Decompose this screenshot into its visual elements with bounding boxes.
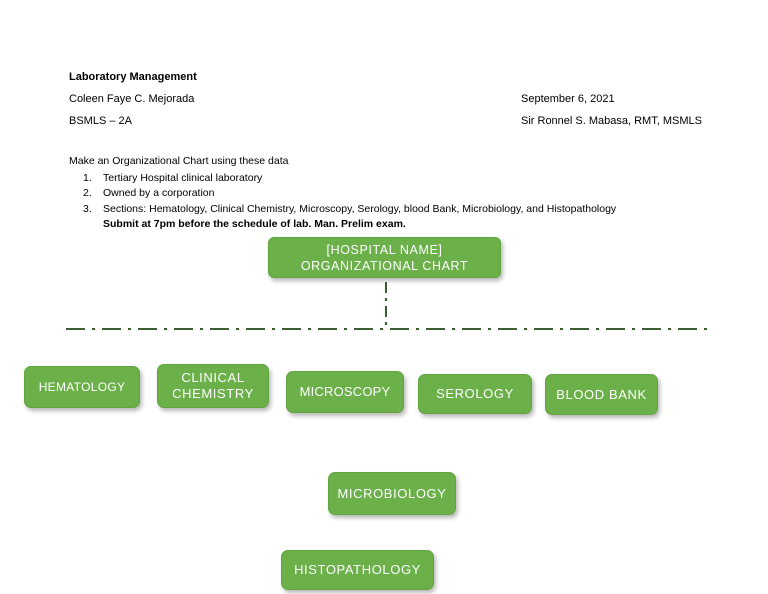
list-item-text: Sections: Hematology, Clinical Chemistry…	[103, 202, 617, 215]
list-item-number: 3.	[83, 202, 92, 215]
list-item-text: Owned by a corporation	[103, 187, 215, 199]
org-node-blood-bank[interactable]: BLOOD BANK	[545, 374, 658, 415]
org-node-root-label: [HOSPITAL NAME] ORGANIZATIONAL CHART	[300, 242, 469, 273]
instructor-name: Sir Ronnel S. Mabasa, RMT, MSMLS	[521, 115, 702, 127]
org-node-clinical-chemistry[interactable]: CLINICAL CHEMISTRY	[157, 364, 269, 408]
org-node-microbiology[interactable]: MICROBIOLOGY	[328, 472, 456, 515]
connector-vertical-root	[385, 282, 387, 329]
submission-date: September 6, 2021	[521, 93, 615, 105]
list-item: 2. Owned by a corporation	[69, 186, 709, 202]
student-name: Coleen Faye C. Mejorada	[69, 93, 195, 105]
list-item: 1. Tertiary Hospital clinical laboratory	[69, 171, 709, 187]
org-node-clinical-chemistry-label: CLINICAL CHEMISTRY	[172, 370, 254, 401]
header-row-section: BSMLS – 2A Sir Ronnel S. Mabasa, RMT, MS…	[69, 110, 709, 132]
org-node-hematology[interactable]: HEMATOLOGY	[24, 366, 140, 408]
list-item-number: 1.	[83, 171, 92, 184]
list-item-text: Tertiary Hospital clinical laboratory	[103, 171, 263, 184]
org-node-serology-label: SEROLOGY	[436, 386, 514, 401]
course-title: Laboratory Management	[69, 71, 197, 83]
org-node-hematology-label: HEMATOLOGY	[38, 380, 126, 394]
instructions-block: Make an Organizational Chart using these…	[69, 154, 709, 233]
document-header: Laboratory Management Coleen Faye C. Mej…	[69, 66, 709, 132]
org-node-serology[interactable]: SEROLOGY	[418, 374, 532, 414]
org-node-histopathology-label: HISTOPATHOLOGY	[294, 562, 421, 577]
header-row-title: Laboratory Management	[69, 66, 709, 88]
submission-note: Submit at 7pm before the schedule of lab…	[103, 218, 406, 230]
instructions-list: 1. Tertiary Hospital clinical laboratory…	[69, 171, 709, 218]
org-node-microbiology-label: MICROBIOLOGY	[337, 485, 447, 501]
header-row-name: Coleen Faye C. Mejorada September 6, 202…	[69, 88, 709, 110]
list-item-number: 2.	[83, 187, 92, 199]
org-node-blood-bank-label: BLOOD BANK	[556, 386, 647, 402]
org-node-microscopy-label: MICROSCOPY	[299, 384, 391, 399]
org-node-root[interactable]: [HOSPITAL NAME] ORGANIZATIONAL CHART	[268, 237, 501, 278]
list-item: 3. Sections: Hematology, Clinical Chemis…	[69, 202, 709, 218]
student-section: BSMLS – 2A	[69, 115, 132, 127]
org-node-histopathology[interactable]: HISTOPATHOLOGY	[281, 550, 434, 590]
connector-horizontal-sections	[66, 328, 711, 330]
instructions-lead: Make an Organizational Chart using these…	[69, 155, 289, 167]
org-node-microscopy[interactable]: MICROSCOPY	[286, 371, 404, 413]
